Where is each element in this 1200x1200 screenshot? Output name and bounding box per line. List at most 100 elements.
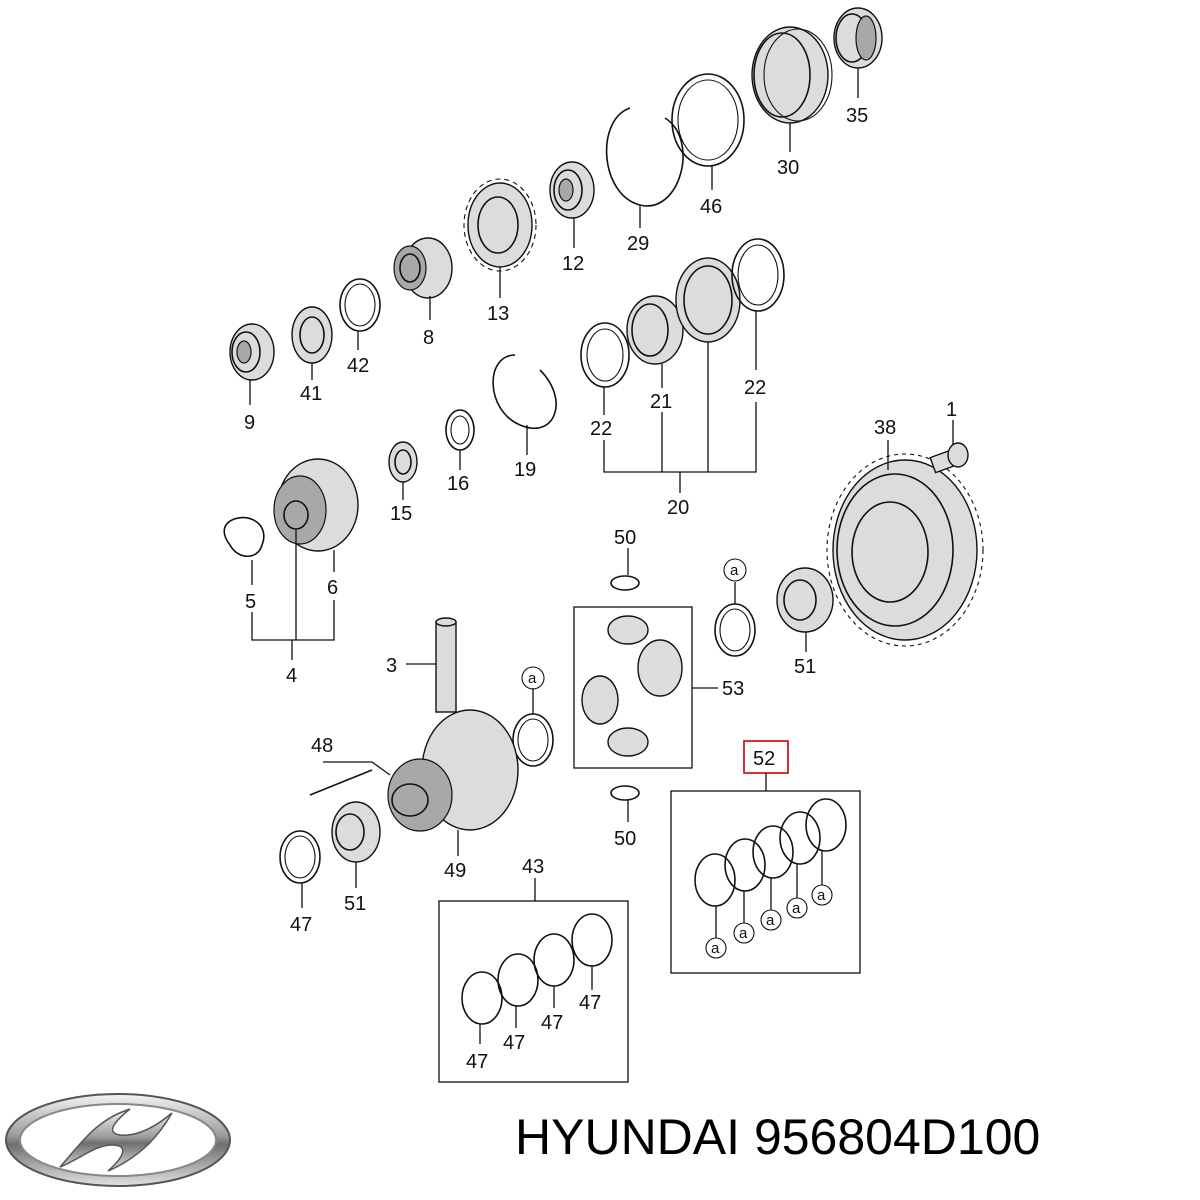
part-52-shims — [694, 798, 847, 907]
part-22-ring-left — [580, 322, 630, 388]
part-21-needle-bearing — [626, 295, 684, 365]
part-42-ring — [339, 278, 381, 332]
part-19-snap-ring — [492, 354, 557, 430]
part-9-bearing — [229, 323, 275, 381]
part-29-snap-ring — [605, 107, 684, 207]
label-49: 49 — [444, 860, 466, 882]
label-47-left: 47 — [290, 914, 312, 936]
label-16: 16 — [447, 473, 469, 495]
label-47-c: 47 — [541, 1012, 563, 1034]
part-50-washer-upper — [610, 575, 640, 591]
label-48: 48 — [311, 735, 333, 757]
label-30: 30 — [777, 157, 799, 179]
label-50-upper: 50 — [614, 527, 636, 549]
part-15-thrust-washer-inner — [394, 449, 412, 475]
label-42: 42 — [347, 355, 369, 377]
part-5-gasket — [223, 516, 265, 558]
part-47-washer-left — [279, 830, 321, 884]
label-a-upper: a — [730, 562, 739, 579]
label-47-d: 47 — [579, 992, 601, 1014]
label-51-left: 51 — [344, 893, 366, 915]
box-43-shim-set — [438, 900, 629, 1083]
part-16-washer-inner — [450, 415, 470, 445]
label-43: 43 — [522, 856, 544, 878]
part-1-bolt — [929, 442, 969, 474]
hyundai-logo-icon — [5, 1093, 231, 1187]
label-29: 29 — [627, 233, 649, 255]
part-41-thrust-bearing — [291, 306, 333, 364]
part-3-shaft — [435, 617, 457, 713]
part-41-thrust-bearing-inner — [299, 316, 325, 354]
label-47-b: 47 — [503, 1032, 525, 1054]
label-50-lower: 50 — [614, 828, 636, 850]
label-22-right: 22 — [744, 377, 766, 399]
shim-a-upper-inner — [719, 608, 751, 652]
part-51-bearing-left — [331, 801, 381, 863]
part-number: 956804D100 — [753, 1109, 1041, 1165]
label-38: 38 — [874, 417, 896, 439]
label-35: 35 — [846, 105, 868, 127]
label-15: 15 — [390, 503, 412, 525]
label-6: 6 — [327, 577, 338, 599]
circle-a-lower — [521, 666, 545, 690]
brand-part-number: HYUNDAI 956804D100 — [515, 1108, 1185, 1178]
callout-labels: 35 30 46 29 12 13 8 42 41 9 22 21 22 20 … — [244, 105, 957, 1073]
part-48-pin — [309, 769, 373, 796]
label-22-left: 22 — [590, 418, 612, 440]
shim-a-lower-inner — [517, 718, 549, 762]
label-51-right: 51 — [794, 656, 816, 678]
box-52-shim-set — [670, 790, 861, 974]
brand-name: HYUNDAI — [515, 1109, 741, 1165]
label-20: 20 — [667, 497, 689, 519]
label-a-5: a — [817, 887, 826, 904]
label-a-2: a — [739, 925, 748, 942]
part-46-ring — [671, 73, 745, 167]
part-47-washer-left-inner — [284, 835, 316, 879]
part-20-synchro-ring — [675, 257, 741, 343]
part-50-washer-lower — [610, 785, 640, 801]
label-5: 5 — [245, 591, 256, 613]
part-22-ring-left-inner — [586, 328, 624, 382]
label-4: 4 — [286, 665, 297, 687]
circle-a-upper — [723, 558, 747, 582]
label-a-lower: a — [528, 670, 537, 687]
part-12-bearing — [549, 161, 595, 219]
label-21: 21 — [650, 391, 672, 413]
part-35-ring — [833, 7, 883, 69]
label-41: 41 — [300, 383, 322, 405]
part-53-gears — [581, 615, 683, 757]
part-22-ring-right-inner — [737, 244, 779, 306]
part-20-synchro-ring-inner — [683, 265, 733, 335]
part-46-ring-inner — [677, 79, 739, 161]
label-1: 1 — [946, 399, 957, 421]
part-42-ring-inner — [344, 283, 376, 327]
part-13-gear — [463, 178, 537, 272]
label-9: 9 — [244, 412, 255, 434]
part-6-gear-assembly — [273, 458, 359, 552]
shim-a-leaders — [715, 851, 823, 938]
label-a-1: a — [711, 940, 720, 957]
shim-a-upper — [714, 603, 756, 657]
leader-lines — [249, 68, 954, 1044]
part-30-synchro-ring — [751, 26, 833, 124]
label-a-3: a — [766, 912, 775, 929]
label-12: 12 — [562, 253, 584, 275]
label-47-a: 47 — [466, 1051, 488, 1073]
label-3: 3 — [386, 655, 397, 677]
label-a-4: a — [792, 900, 801, 917]
shim-a-lower — [512, 713, 554, 767]
part-8-pinion — [393, 237, 453, 299]
label-53: 53 — [722, 678, 744, 700]
part-49-differential-case — [387, 709, 519, 832]
label-13: 13 — [487, 303, 509, 325]
part-22-ring-right — [731, 238, 785, 312]
label-8: 8 — [423, 327, 434, 349]
label-46: 46 — [700, 196, 722, 218]
label-52: 52 — [753, 748, 775, 770]
part-38-ring-gear — [826, 453, 984, 647]
part-15-thrust-washer — [388, 441, 418, 483]
part-51-bearing-right — [776, 567, 834, 633]
label-19: 19 — [514, 459, 536, 481]
